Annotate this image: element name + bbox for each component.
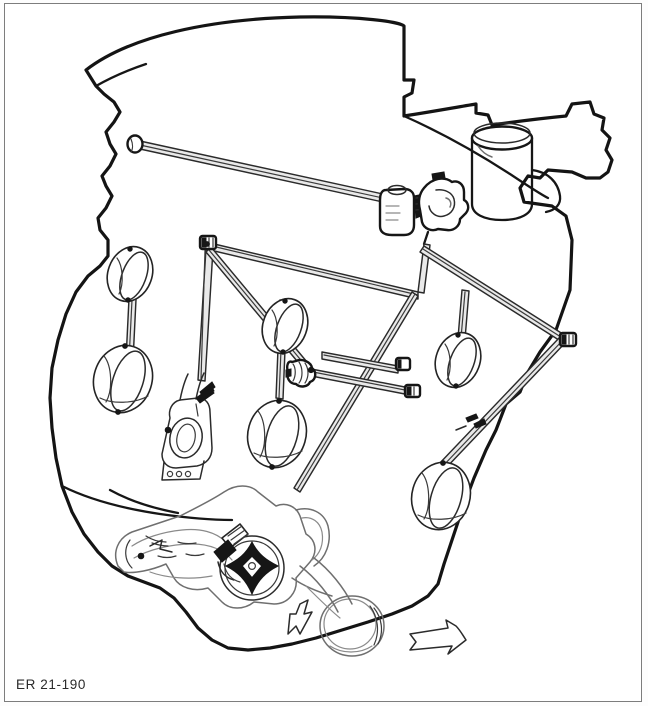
bearing-ring-3 (261, 297, 309, 355)
cylindrical-housing-boss (470, 122, 562, 222)
banjo-fitting-mid-right (403, 383, 422, 399)
crankshaft-journal (319, 595, 385, 657)
tee-union-fitting (285, 358, 317, 388)
banjo-fitting-left-edge (394, 356, 412, 372)
figure-caption: ER 21-190 (16, 673, 216, 697)
engine-block-outline (48, 15, 614, 652)
rail-union-nut (204, 241, 210, 247)
figure-caption-text: ER 21-190 (16, 677, 86, 692)
flow-arrow-right (409, 619, 467, 655)
bearing-ring-6 (410, 460, 472, 531)
oil-distribution-rail (125, 242, 567, 493)
gallery-end-cap-plug (126, 134, 144, 154)
bearing-ring-2 (92, 343, 154, 415)
banjo-fitting-right (558, 331, 578, 348)
oil-spray-marks (203, 386, 487, 431)
connecting-rod-assembly (161, 372, 216, 481)
main-bearing-rings (92, 245, 482, 531)
main-oil-gallery-pipe (126, 134, 393, 205)
flow-arrow-left (287, 599, 313, 635)
bearing-ring-1 (106, 245, 154, 303)
bearing-ring-5 (434, 331, 482, 389)
oil-pressure-regulator-valve (378, 171, 470, 246)
oil-pump-section (114, 485, 385, 657)
bearing-ring-4 (246, 398, 308, 470)
oil-pickup-strainer-tube (213, 523, 249, 583)
flow-direction-arrows (287, 599, 467, 655)
banjo-bolt-fittings (198, 234, 578, 399)
